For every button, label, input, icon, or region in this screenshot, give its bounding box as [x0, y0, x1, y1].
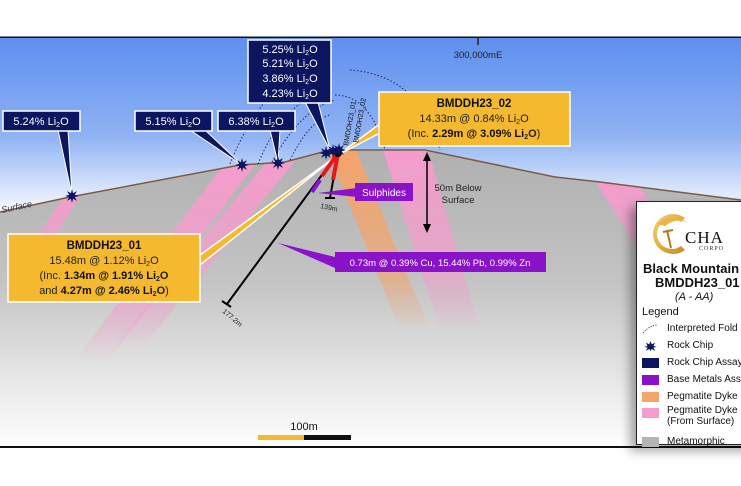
- legend-item-base-metals: Base Metals Assay: [642, 371, 741, 388]
- svg-text:and 4.27m @ 2.46% Li2O): and 4.27m @ 2.46% Li2O): [39, 285, 169, 298]
- sulphide-intercept: [310, 178, 322, 194]
- callout-bmddh23-02: BMDDH23_02 14.33m @ 0.84% Li2O (Inc. 2.2…: [378, 91, 571, 147]
- svg-text:(Inc. 1.34m @ 1.91% Li2O: (Inc. 1.34m @ 1.91% Li2O: [40, 270, 169, 283]
- svg-text:BMDDH23_01: BMDDH23_01: [67, 240, 142, 252]
- scale-bar-yellow: [258, 435, 304, 440]
- rock-chip-star-icon: [65, 189, 79, 203]
- svg-text:5.25% Li2O: 5.25% Li2O: [262, 44, 318, 57]
- rock-chip-star-icon: [235, 158, 249, 172]
- svg-text:4.23% Li2O: 4.23% Li2O: [262, 88, 318, 101]
- svg-text:5.15% Li2O: 5.15% Li2O: [145, 116, 201, 129]
- callout-bmddh23-01: BMDDH23_01 15.48m @ 1.12% Li2O (Inc. 1.3…: [7, 233, 201, 303]
- svg-text:6.38% Li2O: 6.38% Li2O: [228, 116, 284, 129]
- sulphides-box: [355, 183, 413, 201]
- legend-item-rock-chip: Rock Chip: [642, 337, 741, 354]
- rock-chip-label: 5.24% Li2O: [2, 110, 81, 132]
- scale-bar-label: 100m: [290, 421, 318, 433]
- lithium-intercept-02: [331, 152, 340, 181]
- sulphides-pointer: [318, 188, 357, 197]
- svg-text:5.21% Li2O: 5.21% Li2O: [262, 58, 318, 71]
- depth-label-1: 50m Below: [435, 183, 482, 194]
- star-burst-icon: [644, 340, 657, 351]
- legend-item-rock-chip-assay: Rock Chip Assay: [642, 354, 741, 371]
- legend-item-fold: Interpreted Fold: [642, 320, 741, 337]
- legend-item-pegmatite-surface: Pegmatite Dyke(From Surface): [642, 405, 741, 433]
- logo-text: CHA: [685, 228, 724, 247]
- rock-chip-markers: [65, 143, 346, 203]
- legend-item-metamorphic: Metamorphic: [642, 433, 741, 450]
- company-logo-icon: [653, 214, 687, 254]
- legend-item-pegmatite: Pegmatite Dyke: [642, 388, 741, 405]
- sulphides-label: Sulphides: [362, 188, 406, 199]
- svg-text:15.48m @ 1.12% Li2O: 15.48m @ 1.12% Li2O: [49, 255, 159, 268]
- svg-text:BMDDH23_02: BMDDH23_02: [437, 98, 512, 110]
- rock-chip-star-icon: [271, 156, 285, 170]
- scale-bar-black: [304, 435, 351, 440]
- depth-arrow: [423, 152, 431, 233]
- logo-subtext: CORPO: [699, 246, 725, 252]
- rock-chip-stack-label: 5.25% Li2O 5.21% Li2O 3.86% Li2O 4.23% L…: [247, 39, 332, 104]
- rock-chip-star-icon: [319, 146, 333, 160]
- legend-title: Black Mountain BMDDH23_01 (A - AA): [643, 261, 740, 304]
- base-metals-pointer: [278, 243, 335, 268]
- svg-text:14.33m @ 0.84% Li2O: 14.33m @ 0.84% Li2O: [419, 113, 529, 126]
- legend-panel: CHA CORPO Black Mountain BMDDH23_01 (A -…: [636, 201, 741, 447]
- rock-chip-label: 5.15% Li2O: [134, 110, 213, 132]
- svg-text:(Inc. 2.29m @ 3.09% Li2O): (Inc. 2.29m @ 3.09% Li2O): [408, 128, 541, 141]
- depth-label-2: Surface: [442, 195, 475, 206]
- base-metals-box: [335, 252, 546, 272]
- easting-label: 300,000mE: [454, 50, 503, 61]
- rock-chip-star-icon: [332, 143, 346, 157]
- drill-trace-bmddh23-01: [226, 152, 339, 305]
- dotted-line-icon: [642, 324, 659, 333]
- hole-02-depth: 139m: [320, 203, 339, 214]
- svg-text:3.86% Li2O: 3.86% Li2O: [262, 73, 318, 86]
- svg-text:5.24% Li2O: 5.24% Li2O: [13, 116, 69, 129]
- legend-heading: Legend: [642, 306, 679, 318]
- base-metals-label: 0.73m @ 0.39% Cu, 15.44% Pb, 0.99% Zn: [350, 258, 531, 269]
- rock-chip-label: 6.38% Li2O: [217, 110, 296, 132]
